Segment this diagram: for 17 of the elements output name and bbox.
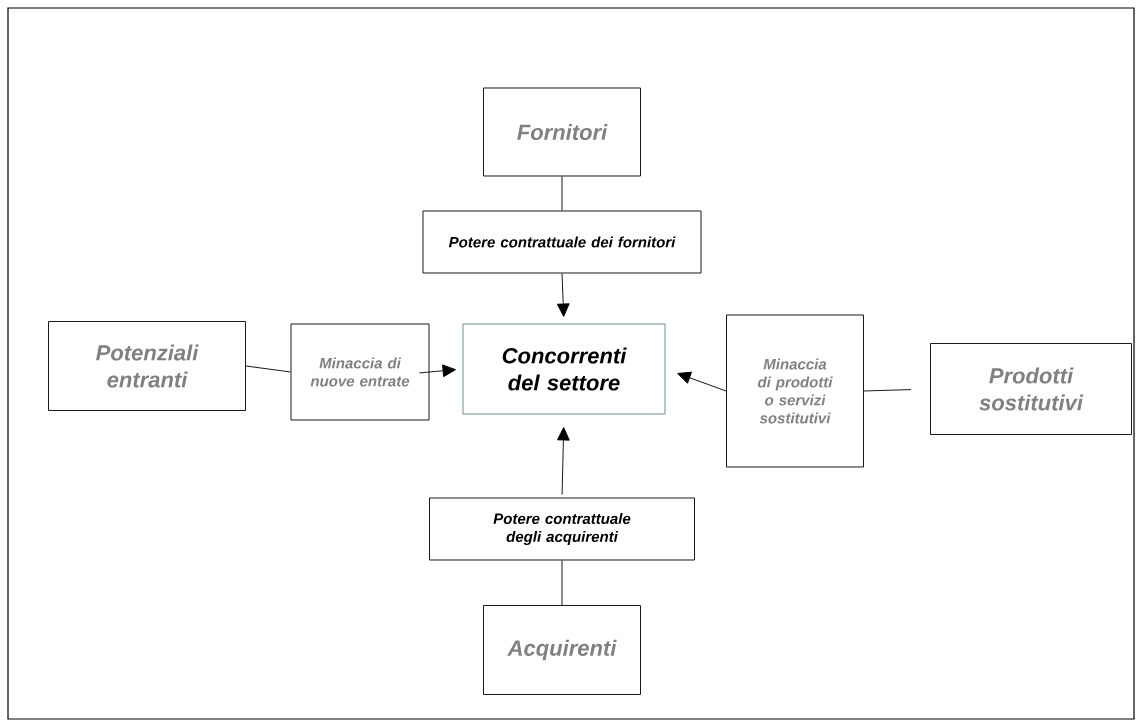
connector-line [561, 176, 563, 211]
arrow [557, 427, 570, 495]
connector-line [863, 389, 912, 392]
force-box: Potere contrattuale dei fornitori [422, 210, 702, 274]
source-box: Fornitori [483, 87, 641, 177]
source-box: Prodotti sostitutivi [930, 343, 1132, 435]
source-box: Potenziali entranti [48, 321, 246, 411]
arrow [677, 371, 727, 392]
arrow [419, 364, 456, 378]
source-box: Acquirenti [483, 605, 641, 695]
connector-line [561, 560, 563, 606]
force-box: Potere contrattuale degli acquirenti [429, 497, 695, 561]
force-box: Minaccia di nuove entrate [290, 323, 430, 421]
arrow [556, 273, 570, 317]
connector-line [245, 365, 291, 373]
center-box: Concorrenti del settore [462, 323, 666, 415]
force-box: Minaccia di prodotti o servizi sostitutivi [726, 314, 864, 468]
